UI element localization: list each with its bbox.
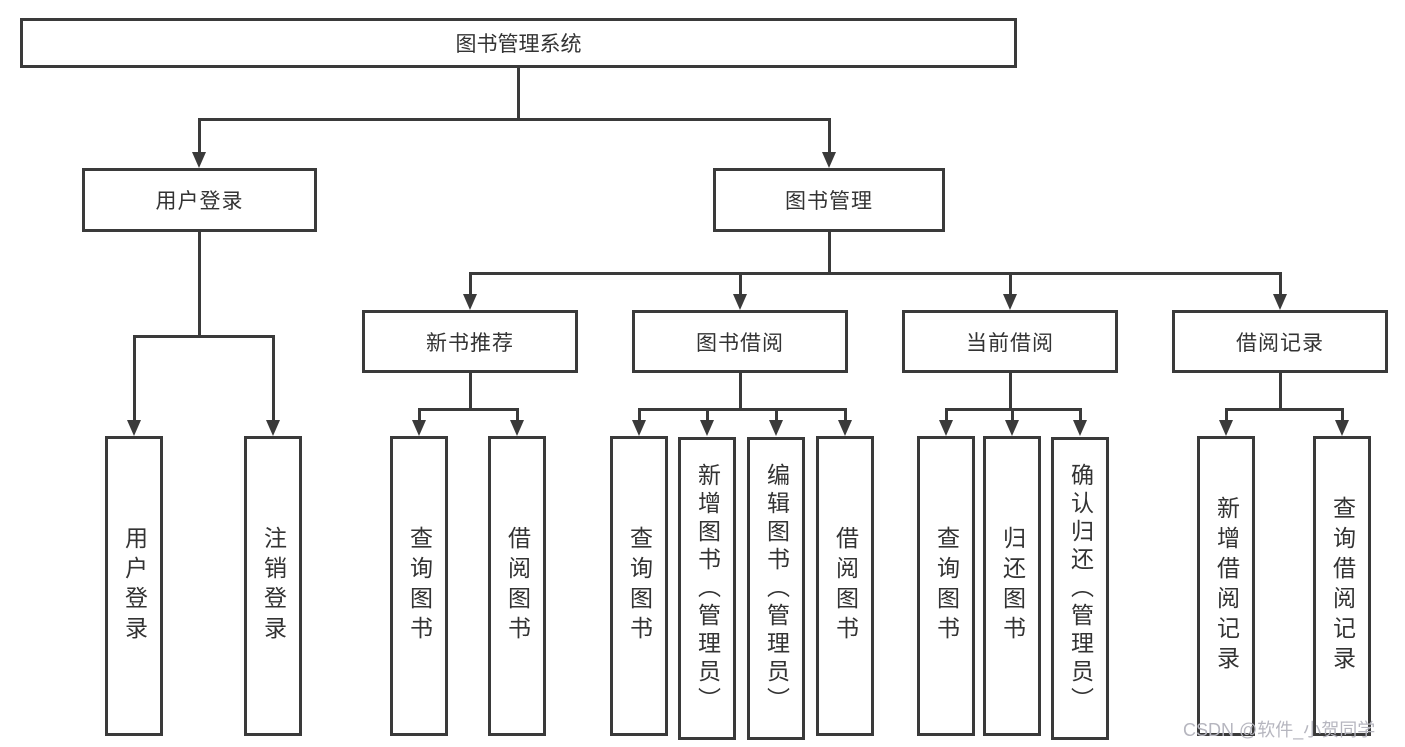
node-new-book-recommend-label: 新书推荐	[426, 331, 514, 355]
arrow-down-icon	[939, 420, 953, 436]
connector-stem	[738, 373, 742, 411]
node-user-login-label: 用户登录	[155, 190, 244, 213]
leaf-user-login-label: 用户登录	[121, 526, 148, 646]
node-borrow-records-label: 借阅记录	[1236, 331, 1324, 355]
leaf-query-borrow-record-label: 查询借阅记录	[1329, 496, 1356, 676]
leaf-add-borrow-record-label: 新增借阅记录	[1213, 496, 1240, 676]
connector-drop	[738, 272, 742, 296]
connector-drop	[637, 408, 641, 422]
connector-bus	[468, 272, 1282, 275]
connector-drop	[1224, 408, 1228, 422]
connector-drop	[271, 335, 275, 422]
leaf-borrow-books-2: 借阅图书	[816, 436, 874, 736]
arrow-down-icon	[838, 420, 852, 436]
connector-stem	[827, 232, 831, 275]
arrow-down-icon	[733, 294, 747, 310]
connector-stem	[1008, 373, 1012, 411]
connector-drop	[944, 408, 948, 422]
connector-drop	[197, 118, 201, 154]
leaf-add-book-admin-label: 新增图书（管理员）	[694, 462, 721, 715]
leaf-query-books-2-label: 查询图书	[626, 526, 653, 646]
leaf-return-book-label: 归还图书	[999, 526, 1026, 646]
arrow-down-icon	[822, 152, 836, 168]
leaf-query-books-1-label: 查询图书	[406, 526, 433, 646]
connector-drop	[1008, 272, 1012, 296]
connector-drop	[132, 335, 136, 422]
arrow-down-icon	[127, 420, 141, 436]
leaf-query-books-2: 查询图书	[610, 436, 668, 736]
leaf-borrow-books-2-label: 借阅图书	[832, 526, 859, 646]
arrow-down-icon	[1273, 294, 1287, 310]
node-root-label: 图书管理系统	[455, 33, 582, 56]
arrow-down-icon	[192, 152, 206, 168]
node-user-login: 用户登录	[82, 168, 317, 232]
connector-drop	[705, 408, 709, 422]
arrow-down-icon	[412, 420, 426, 436]
leaf-query-books-1: 查询图书	[390, 436, 448, 736]
arrow-down-icon	[1219, 420, 1233, 436]
connector-drop	[417, 408, 421, 422]
arrow-down-icon	[266, 420, 280, 436]
leaf-return-book: 归还图书	[983, 436, 1041, 736]
connector-bus	[417, 408, 519, 411]
node-book-borrow-label: 图书借阅	[696, 331, 784, 355]
node-new-book-recommend: 新书推荐	[362, 310, 578, 373]
arrow-down-icon	[632, 420, 646, 436]
leaf-query-books-3: 查询图书	[917, 436, 975, 736]
connector-stem	[1278, 373, 1282, 411]
connector-drop	[468, 272, 472, 296]
node-book-management-label: 图书管理	[785, 190, 873, 213]
arrow-down-icon	[769, 420, 783, 436]
connector-bus	[1224, 408, 1344, 411]
leaf-query-borrow-record: 查询借阅记录	[1313, 436, 1371, 736]
arrow-down-icon	[700, 420, 714, 436]
leaf-user-login: 用户登录	[105, 436, 163, 736]
connector-drop	[827, 118, 831, 154]
connector-bus	[637, 408, 847, 411]
connector-bus	[197, 118, 831, 121]
node-borrow-records: 借阅记录	[1172, 310, 1388, 373]
arrow-down-icon	[1003, 294, 1017, 310]
leaf-logout: 注销登录	[244, 436, 302, 736]
node-current-borrow: 当前借阅	[902, 310, 1118, 373]
watermark: CSDN @软件_小贺同学	[1183, 720, 1376, 740]
arrow-down-icon	[463, 294, 477, 310]
arrow-down-icon	[1335, 420, 1349, 436]
leaf-add-borrow-record: 新增借阅记录	[1197, 436, 1255, 736]
connector-stem	[516, 68, 520, 121]
node-current-borrow-label: 当前借阅	[966, 331, 1054, 355]
node-book-management: 图书管理	[713, 168, 945, 232]
leaf-edit-book-admin: 编辑图书（管理员）	[747, 437, 805, 740]
connector-drop	[843, 408, 847, 422]
arrow-down-icon	[1005, 420, 1019, 436]
leaf-logout-label: 注销登录	[260, 526, 287, 646]
arrow-down-icon	[1073, 420, 1087, 436]
leaf-confirm-return-admin: 确认归还（管理员）	[1051, 437, 1109, 740]
leaf-edit-book-admin-label: 编辑图书（管理员）	[763, 462, 790, 715]
leaf-confirm-return-admin-label: 确认归还（管理员）	[1067, 462, 1094, 715]
leaf-add-book-admin: 新增图书（管理员）	[678, 437, 736, 740]
node-root: 图书管理系统	[20, 18, 1017, 68]
connector-drop	[774, 408, 778, 422]
leaf-borrow-books-1: 借阅图书	[488, 436, 546, 736]
node-book-borrow: 图书借阅	[632, 310, 848, 373]
connector-stem	[197, 232, 201, 338]
connector-drop	[1278, 272, 1282, 296]
connector-bus	[132, 335, 275, 338]
connector-drop	[1340, 408, 1344, 422]
connector-stem	[468, 373, 472, 411]
leaf-borrow-books-1-label: 借阅图书	[504, 526, 531, 646]
arrow-down-icon	[510, 420, 524, 436]
connector-drop	[1010, 408, 1014, 422]
connector-drop	[515, 408, 519, 422]
connector-drop	[1078, 408, 1082, 422]
leaf-query-books-3-label: 查询图书	[933, 526, 960, 646]
